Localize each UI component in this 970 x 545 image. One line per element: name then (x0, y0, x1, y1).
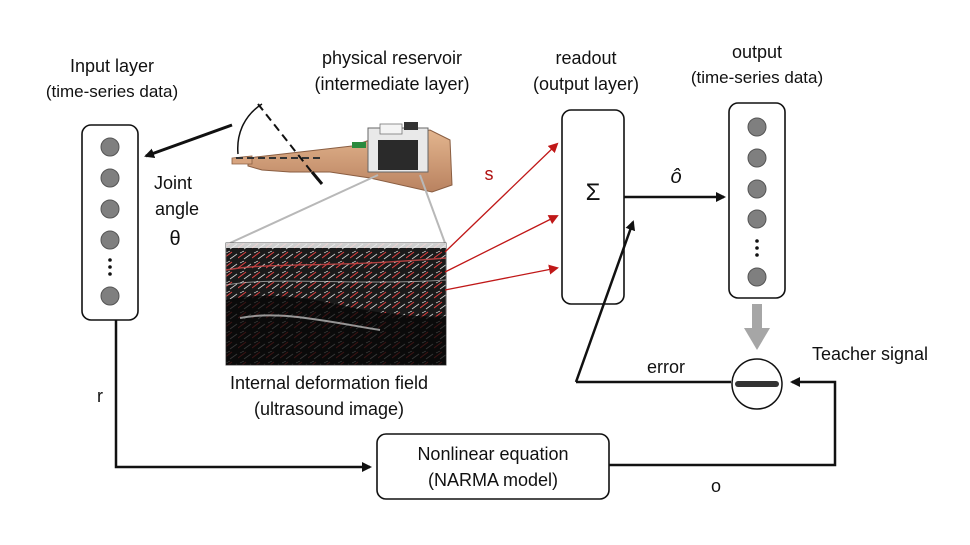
angle-dashed-line (257, 103, 319, 181)
state-arrow (444, 142, 559, 253)
input-layer-subtitle: (time-series data) (46, 82, 178, 101)
input-node (100, 230, 120, 250)
error-comparator (731, 358, 783, 410)
theta-symbol: θ (169, 228, 180, 250)
readout-box (561, 109, 625, 305)
output-node (747, 267, 767, 287)
zoom-line-left (229, 174, 379, 244)
joint-angle-line2: angle (155, 199, 199, 219)
readout-subtitle: (output layer) (533, 74, 639, 94)
goniometer (310, 171, 324, 185)
input-node (100, 168, 120, 188)
input-layer-title: Input layer (70, 56, 154, 76)
r-label: r (97, 386, 103, 406)
r-signal-path (114, 320, 372, 472)
output-layer-box (728, 102, 786, 299)
nonlinear-box (376, 433, 610, 500)
error-path-diagonal (574, 220, 636, 383)
teacher-signal-path (609, 377, 837, 467)
angle-arc (237, 103, 263, 155)
joint-angle-label: Joint angle θ (154, 173, 199, 250)
reservoir-title: physical reservoir (322, 48, 462, 68)
physical-reservoir: physical reservoir (intermediate layer) (225, 48, 470, 419)
output-layer: output (time-series data) (691, 42, 823, 299)
nonlinear-line2: (NARMA model) (428, 470, 558, 490)
output-node (747, 148, 767, 168)
ultrasound-image (225, 242, 447, 366)
o-hat-label: ô (670, 166, 681, 188)
nonlinear-equation: Nonlinear equation (NARMA model) (376, 433, 610, 500)
reservoir-subtitle: (intermediate layer) (314, 74, 469, 94)
arm-illustration (231, 103, 453, 193)
ultrasound-caption-line2: (ultrasound image) (254, 399, 404, 419)
arm-to-input-arrow (144, 123, 233, 158)
nonlinear-line1: Nonlinear equation (417, 444, 568, 464)
state-arrow (444, 264, 559, 291)
input-ellipsis (108, 258, 112, 276)
input-layer: Input layer (time-series data) (46, 56, 178, 321)
ultrasound-caption-line1: Internal deformation field (230, 373, 428, 393)
probe-housing (378, 140, 418, 170)
error-label: error (647, 357, 685, 377)
state-arrow (444, 215, 559, 273)
input-node (100, 286, 120, 306)
output-node (747, 179, 767, 199)
readout-layer: readout (output layer) Σ (533, 48, 639, 305)
reservoir-state-arrows: s (444, 142, 559, 291)
zoom-line-right (419, 174, 446, 244)
readout-title: readout (555, 48, 616, 68)
input-layer-box (81, 124, 139, 321)
output-subtitle: (time-series data) (691, 68, 823, 87)
output-to-comparator-arrow (744, 304, 770, 350)
o-label: o (711, 476, 721, 496)
minus-icon (735, 381, 779, 387)
sigma-symbol: Σ (586, 179, 601, 206)
joint-angle-line1: Joint (154, 173, 192, 193)
output-ellipsis (755, 239, 759, 257)
teacher-signal-label: Teacher signal (812, 344, 928, 364)
input-node (100, 137, 120, 157)
output-node (747, 209, 767, 229)
output-title: output (732, 42, 782, 62)
state-label-s: s (485, 164, 494, 184)
input-node (100, 199, 120, 219)
output-node (747, 117, 767, 137)
